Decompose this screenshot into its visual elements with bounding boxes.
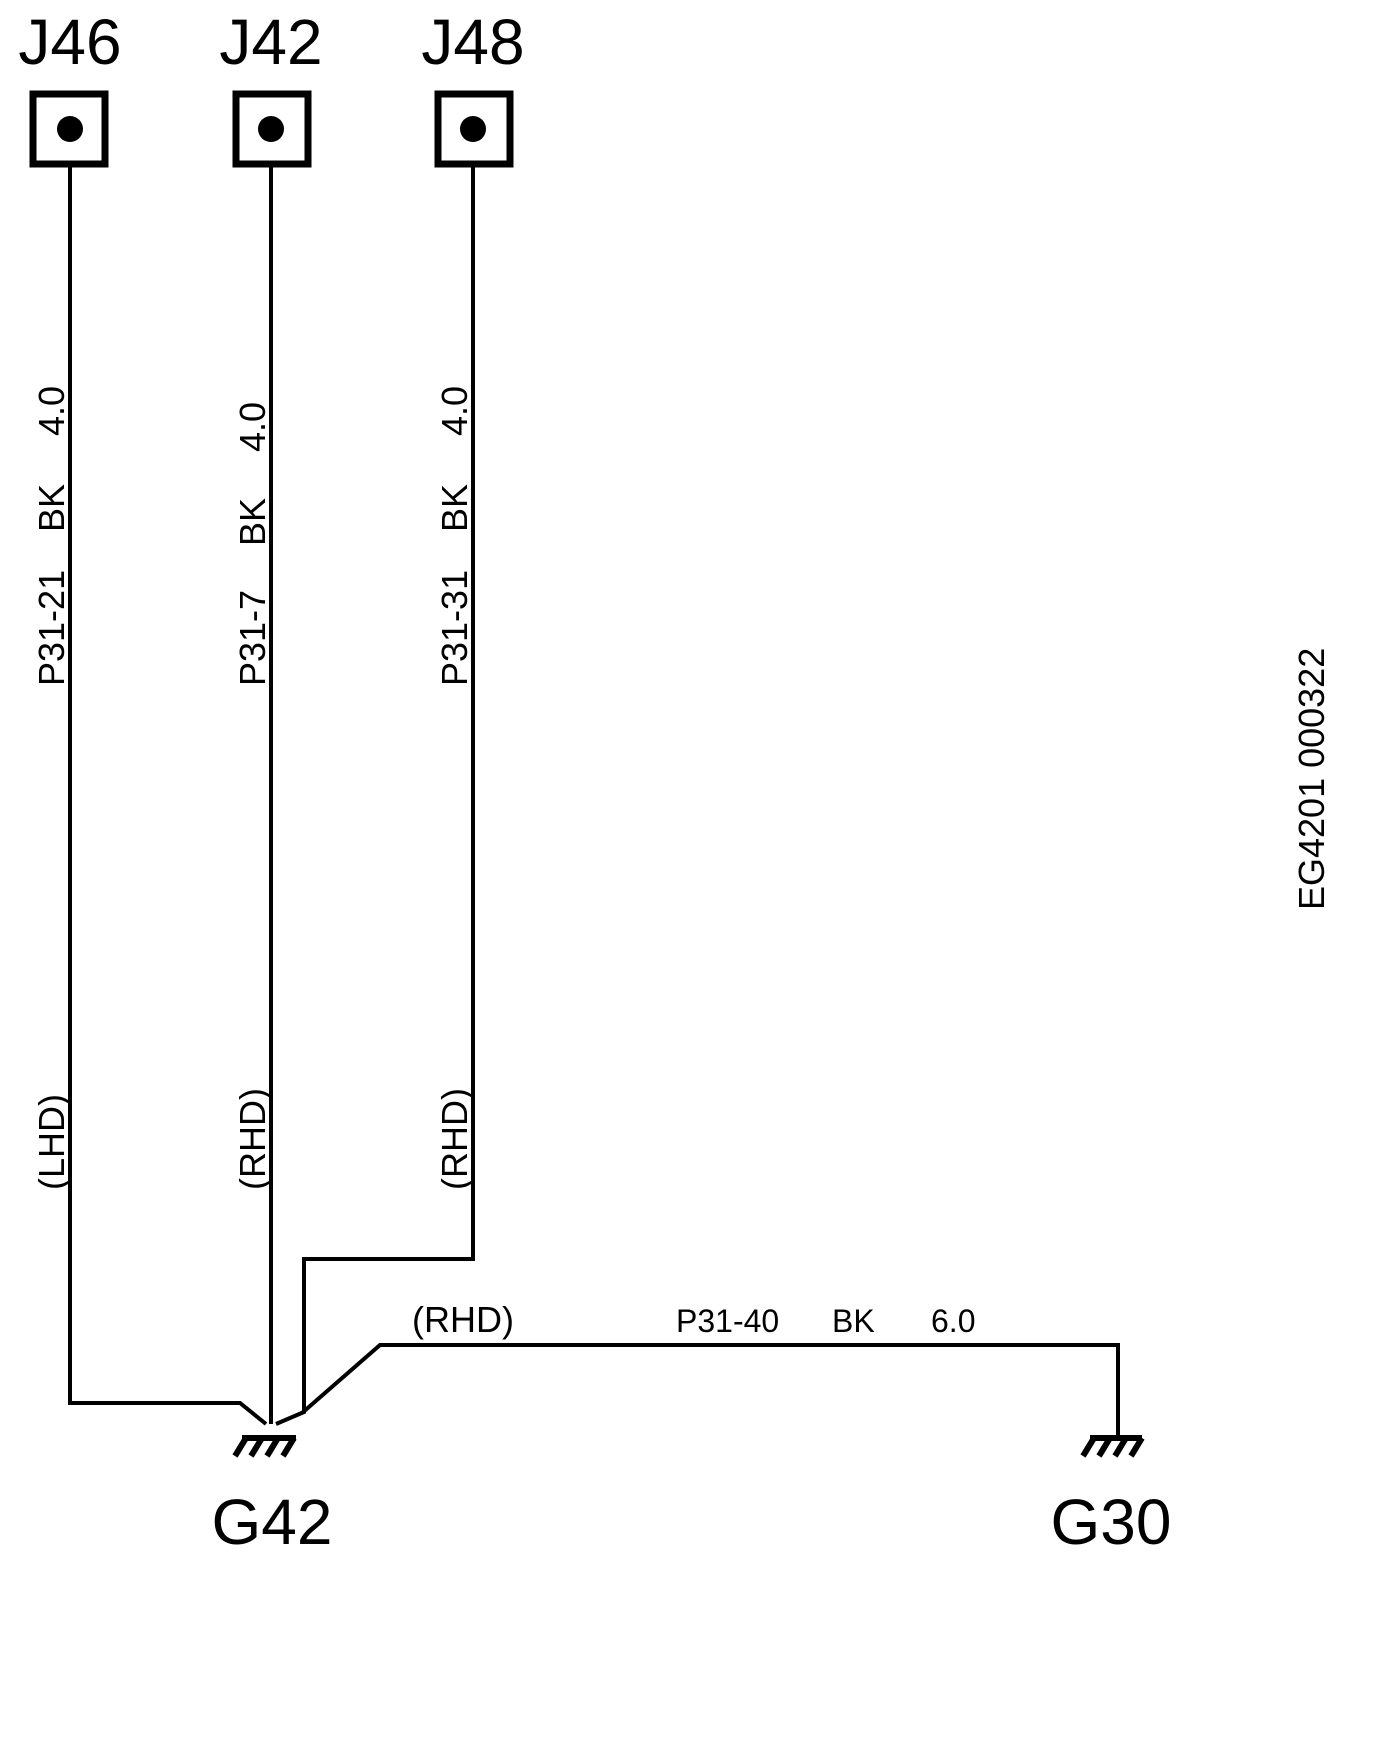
ground-label-g30: G30 [1051,1486,1172,1558]
wire-size-label: 4.0 [434,386,475,436]
link-size-label: 6.0 [931,1303,975,1339]
wire-p31-31[interactable] [275,164,475,1426]
wire-circuit-label: P31-31 [434,570,475,686]
drawing-id-label: EG4201 000322 [1291,648,1332,910]
wire-p31-40[interactable] [300,1343,1120,1438]
wire-color-label: BK [232,498,273,546]
link-color-label: BK [832,1303,875,1339]
link-circuit-label: P31-40 [676,1303,779,1339]
connector-label-j48: J48 [421,6,524,78]
connector-terminal-j46[interactable] [29,90,109,168]
connector-terminal-j48[interactable] [434,90,514,168]
wire-color-label: BK [31,484,72,532]
link-variant-label: (RHD) [412,1299,514,1340]
ground-symbol-g42[interactable] [232,1435,297,1458]
wire-p31-21[interactable] [68,164,268,1426]
wire-variant-label: (LHD) [31,1094,72,1190]
connector-label-j46: J46 [18,6,121,78]
connector-label-j42: J42 [219,6,322,78]
wire-variant-label: (RHD) [434,1088,475,1190]
wire-variant-label: (RHD) [232,1088,273,1190]
ground-symbol-g30[interactable] [1080,1435,1145,1458]
connector-terminal-j42[interactable] [232,90,312,168]
wire-size-label: 4.0 [31,386,72,436]
ground-label-g42: G42 [212,1486,333,1558]
wire-circuit-label: P31-21 [31,570,72,686]
wire-size-label: 4.0 [232,402,273,452]
wire-color-label: BK [434,484,475,532]
wire-circuit-label: P31-7 [232,590,273,686]
